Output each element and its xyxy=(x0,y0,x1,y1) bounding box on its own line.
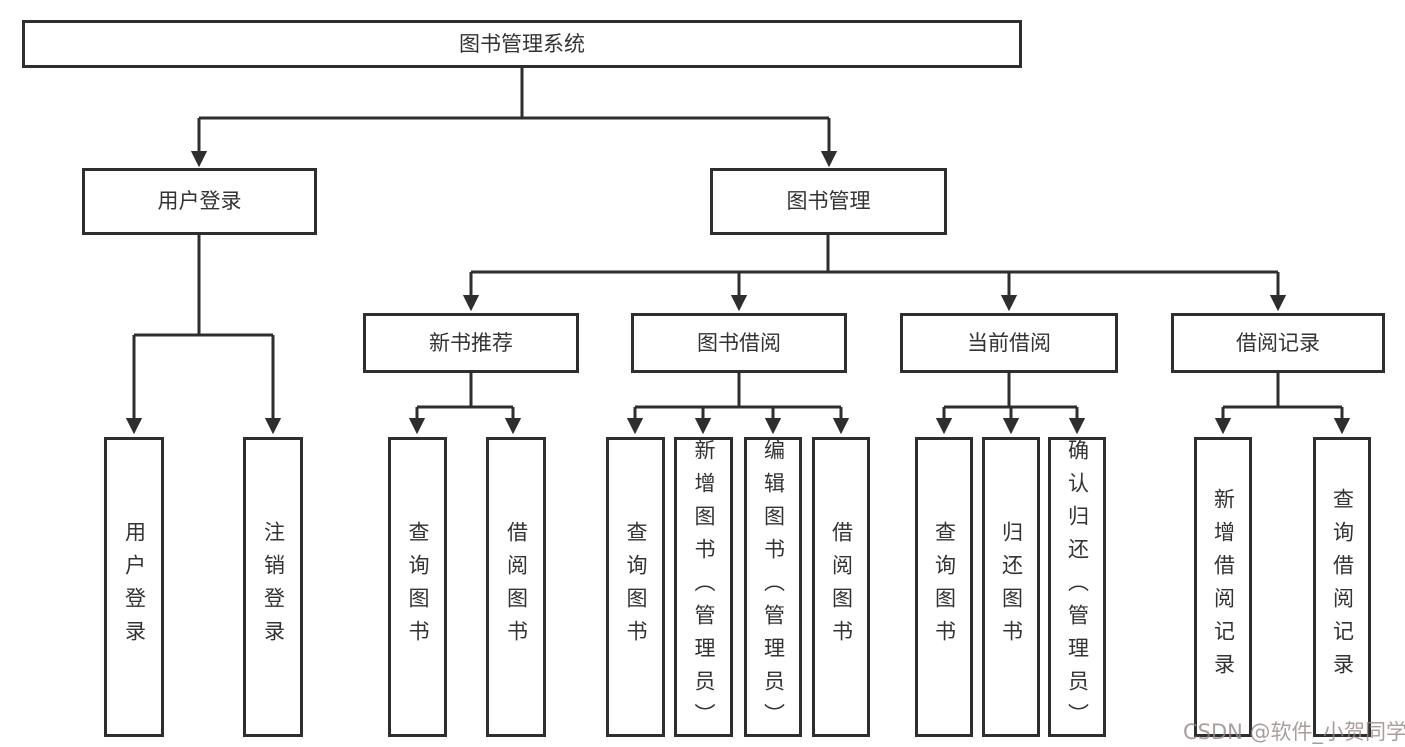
node-current-borrowing-label: 当前借阅 xyxy=(967,330,1051,355)
node-borrowing-records: 借阅记录 xyxy=(1171,313,1385,373)
node-bb-edit-book-admin-label: 编辑图书（管理员） xyxy=(761,438,786,736)
node-book-management-label: 图书管理 xyxy=(786,189,871,213)
node-current-borrowing: 当前借阅 xyxy=(900,313,1118,373)
node-bb-query-book-label: 查询图书 xyxy=(624,521,648,653)
node-new-book-recommendation: 新书推荐 xyxy=(363,313,579,373)
node-book-borrowing: 图书借阅 xyxy=(631,313,847,373)
node-bb-add-book-admin: 新增图书（管理员） xyxy=(674,437,733,737)
node-user-login: 用户登录 xyxy=(82,168,317,235)
node-br-query-record: 查询借阅记录 xyxy=(1313,437,1371,737)
node-cb-confirm-return-admin: 确认归还（管理员） xyxy=(1048,437,1106,737)
node-cb-confirm-return-admin-label: 确认归还（管理员） xyxy=(1065,438,1090,736)
node-nb-borrow-book: 借阅图书 xyxy=(486,437,546,737)
node-leaf-user-login: 用户登录 xyxy=(104,437,164,737)
node-root: 图书管理系统 xyxy=(22,20,1022,68)
node-book-borrowing-label: 图书借阅 xyxy=(697,330,781,355)
node-cb-query-book-label: 查询图书 xyxy=(932,521,957,653)
node-book-management: 图书管理 xyxy=(710,168,947,235)
tree-branch-lines xyxy=(134,68,1342,409)
arrowheads xyxy=(125,118,1351,435)
csdn-watermark: CSDN @软件_小贺同学 xyxy=(1183,720,1405,744)
node-nb-borrow-book-label: 借阅图书 xyxy=(504,521,529,653)
node-bb-add-book-admin-label: 新增图书（管理员） xyxy=(692,438,716,736)
node-root-label: 图书管理系统 xyxy=(459,31,585,56)
node-br-query-record-label: 查询借阅记录 xyxy=(1330,488,1355,686)
node-bb-query-book: 查询图书 xyxy=(606,437,665,737)
node-cb-query-book: 查询图书 xyxy=(915,437,973,737)
node-br-add-record-label: 新增借阅记录 xyxy=(1211,488,1236,686)
node-nb-query-book: 查询图书 xyxy=(388,437,447,737)
node-leaf-logout-label: 注销登录 xyxy=(261,521,286,653)
node-cb-return-book-label: 归还图书 xyxy=(999,521,1024,653)
node-user-login-label: 用户登录 xyxy=(157,189,242,213)
node-bb-edit-book-admin: 编辑图书（管理员） xyxy=(744,437,802,737)
node-cb-return-book: 归还图书 xyxy=(982,437,1040,737)
node-nb-query-book-label: 查询图书 xyxy=(406,521,430,653)
node-leaf-logout: 注销登录 xyxy=(243,437,303,737)
node-new-book-recommendation-label: 新书推荐 xyxy=(429,330,513,355)
node-borrowing-records-label: 借阅记录 xyxy=(1236,330,1320,355)
node-bb-borrow-book: 借阅图书 xyxy=(812,437,870,737)
node-bb-borrow-book-label: 借阅图书 xyxy=(829,521,854,653)
node-leaf-user-login-label: 用户登录 xyxy=(122,521,147,653)
node-br-add-record: 新增借阅记录 xyxy=(1194,437,1252,737)
